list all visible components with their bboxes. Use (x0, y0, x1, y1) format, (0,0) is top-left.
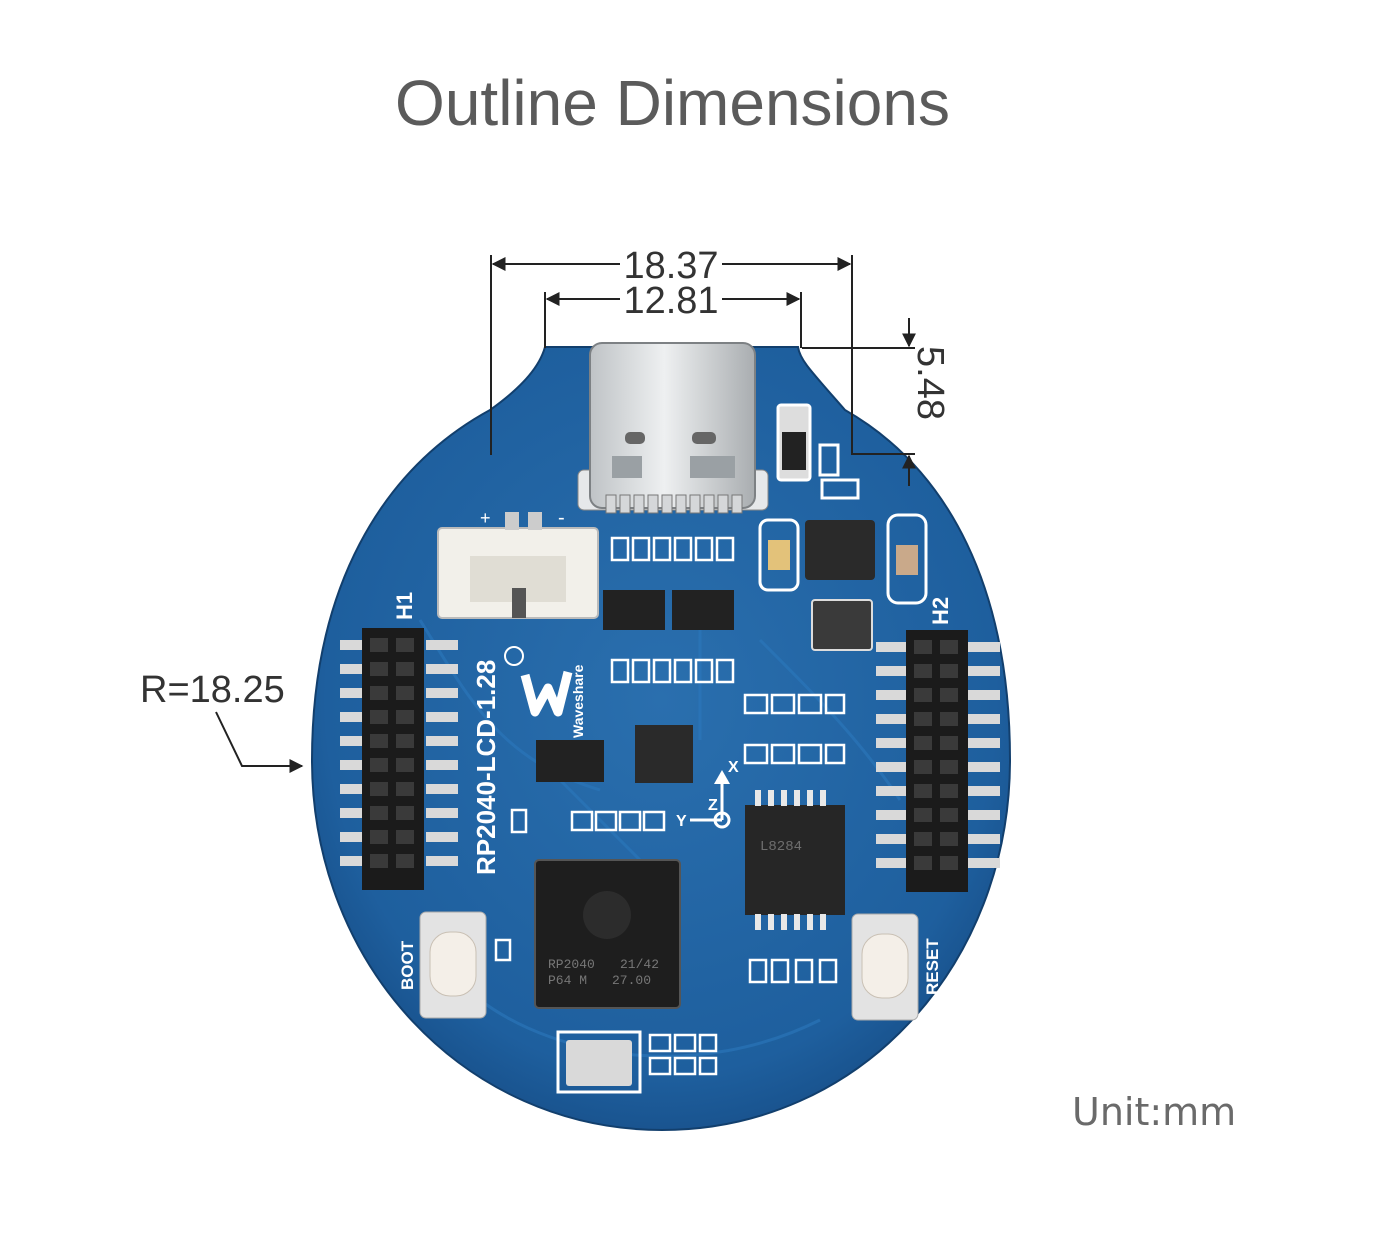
board-model-label: RP2040-LCD-1.28 (471, 660, 501, 875)
port-depth-dimension: 5.48 (909, 346, 951, 420)
page-title: Outline Dimensions (395, 67, 950, 139)
reset-button-label: RESET (923, 938, 942, 995)
radius-dimension: R=18.25 (140, 669, 285, 711)
raspberry-pi-logo-icon (583, 891, 631, 939)
axis-x-label: X (728, 759, 739, 776)
rp2040-chip: RP2040 21/42 P64 M 27.00 (534, 859, 681, 1009)
header-h2-label: H2 (928, 597, 953, 625)
axis-z-label: Z (708, 797, 718, 814)
brand-label: Waveshare (570, 664, 586, 738)
usb-c-port (577, 342, 769, 514)
axis-indicator: X Y Z (676, 759, 739, 830)
boot-button-label: BOOT (398, 940, 417, 990)
chip-marking-3: 21/42 (620, 957, 659, 972)
chip-marking-1: RP2040 (548, 957, 595, 972)
header-h1-label: H1 (392, 592, 417, 620)
smd-components (494, 403, 928, 1076)
battery-connector: + - (437, 507, 599, 619)
unit-label: Unit:mm (1072, 1090, 1237, 1134)
boot-button: BOOT (398, 911, 487, 1019)
axis-y-label: Y (676, 813, 687, 830)
registered-mark-icon (504, 646, 524, 666)
battery-minus-label: - (558, 507, 565, 529)
dimension-lines (215, 255, 916, 773)
imu-chip: L8284 (755, 790, 826, 930)
chip-marking-2: P64 M (548, 973, 587, 988)
waveshare-logo-icon (520, 670, 573, 717)
header-h1: H1 (340, 592, 458, 890)
overall-width-dimension: 18.37 (623, 245, 718, 287)
port-width-dimension: 12.81 (623, 280, 718, 322)
crystal-oscillator (556, 1030, 642, 1094)
imu-marking: L8284 (760, 839, 802, 855)
header-h2: H2 (876, 597, 1000, 892)
battery-plus-label: + (480, 508, 491, 528)
reset-button: RESET (851, 913, 942, 1021)
chip-marking-4: 27.00 (612, 973, 651, 988)
